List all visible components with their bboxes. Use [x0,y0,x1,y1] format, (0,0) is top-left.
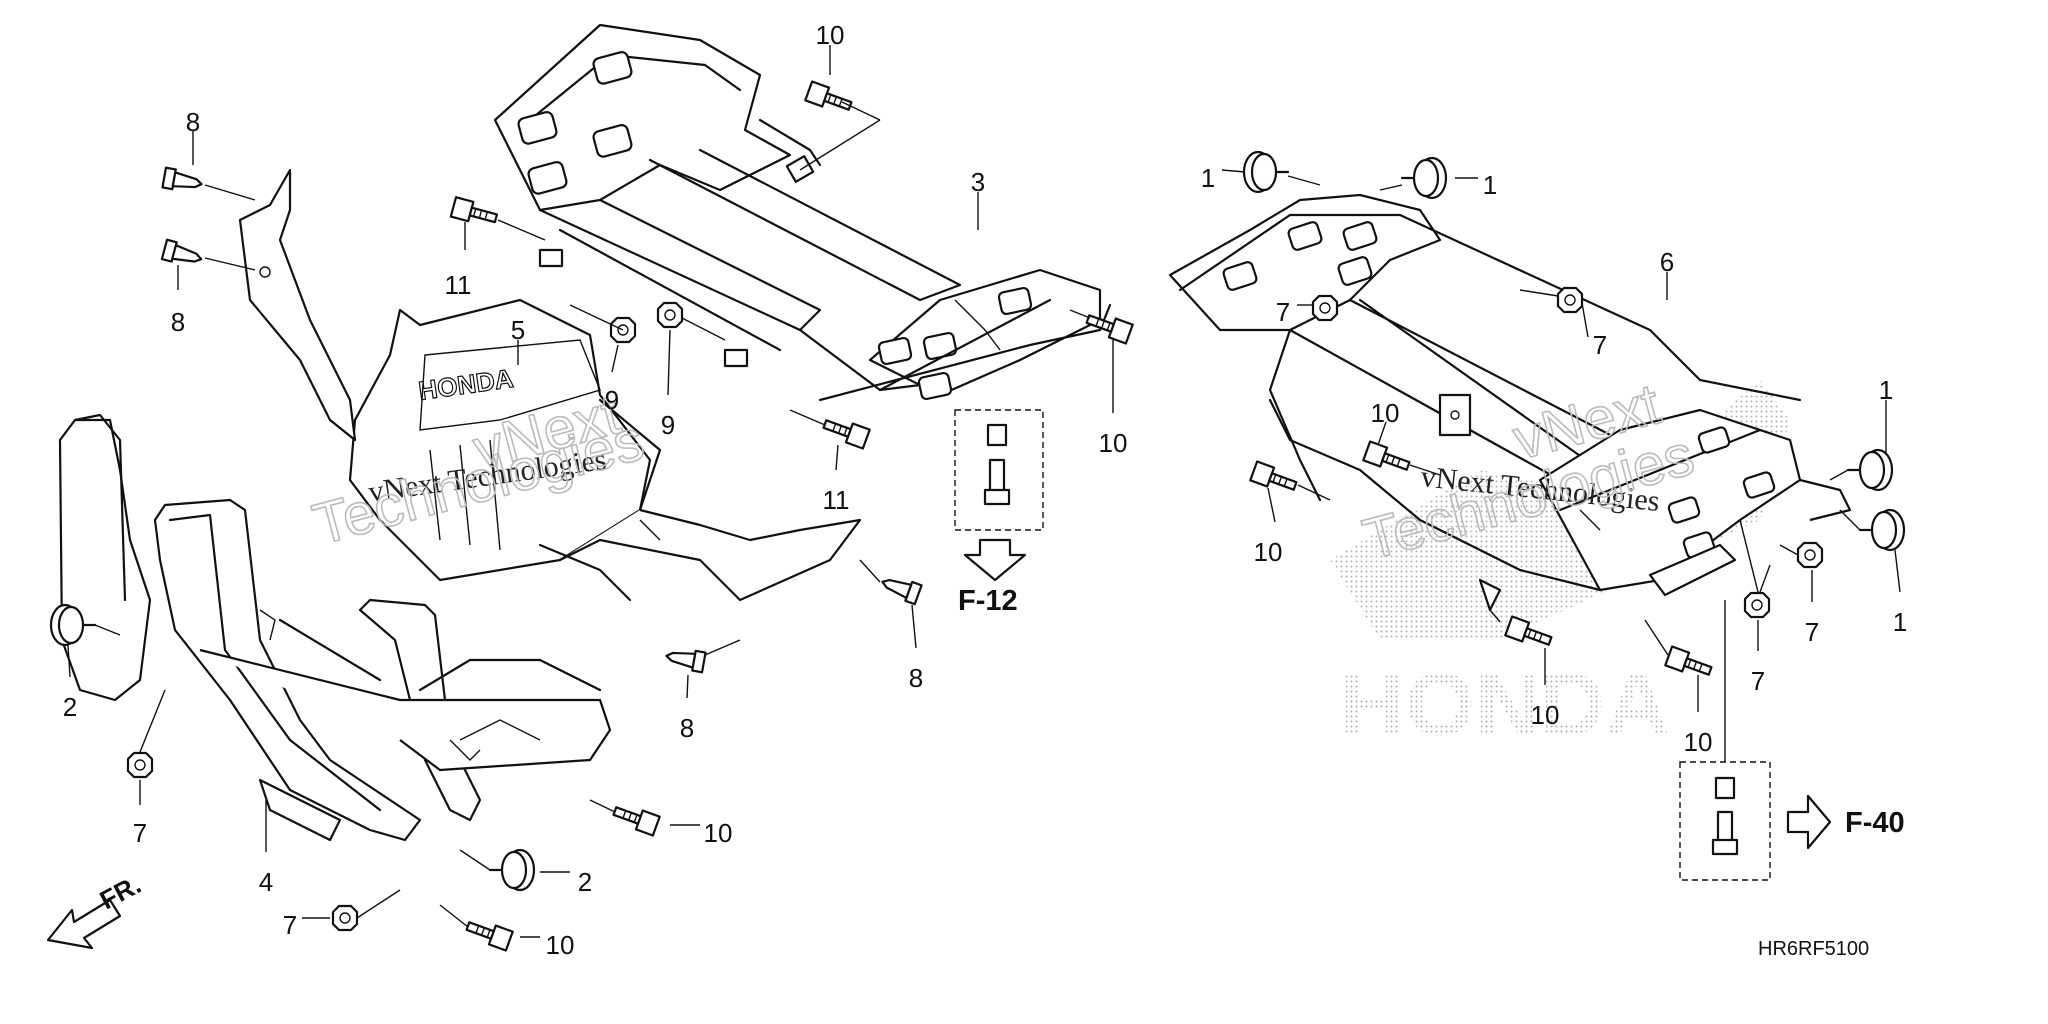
part-number-p7a: 7 [133,818,147,848]
arrow-right-icon [1786,794,1832,850]
part-number-p5: 5 [511,315,525,345]
part-number-p1a: 1 [1201,163,1215,193]
part-number-p1c: 1 [1879,375,1893,405]
part-number-p10d: 10 [546,930,575,960]
part-number-p10e: 10 [1371,398,1400,428]
part-number-p10a: 10 [816,20,845,50]
splash-guard [238,168,357,442]
front-bumper-part-4 [58,413,612,842]
part-number-p7c: 7 [1276,297,1290,327]
diagram-code: HR6RF5100 [1758,938,1869,960]
part-number-p7f: 7 [1751,666,1765,696]
part-number-p10f: 10 [1254,537,1283,567]
part-number-p3: 3 [971,167,985,197]
part-number-p2a: 2 [63,692,77,722]
part-number-p1d: 1 [1893,607,1907,637]
part-number-p9a: 9 [605,385,619,415]
leader-lines-left [67,45,1114,938]
front-direction-indicator: FR. [46,869,146,950]
part-number-p7b: 7 [283,910,297,940]
fasteners-right [1242,150,1906,762]
ref-label-f12: F-12 [958,585,1018,617]
brand-mark-text: HONDA [1340,655,1670,755]
part-number-p2b: 2 [578,867,592,897]
leader-lines-right [1221,169,1901,712]
ref-box-f12 [954,409,1044,582]
ref-label-f40: F-40 [1845,807,1905,839]
ref-box-f40 [1679,761,1832,881]
arrow-left-icon [46,898,122,950]
part-number-p8b: 8 [171,307,185,337]
part-number-p10c: 10 [704,818,733,848]
part-number-p1b: 1 [1483,170,1497,200]
part-number-p4: 4 [259,867,273,897]
part-number-p7d: 7 [1593,330,1607,360]
part-number-p8c: 8 [909,663,923,693]
part-number-p8a: 8 [186,107,200,137]
part-number-p10g: 10 [1531,700,1560,730]
part-number-p11a: 11 [445,270,472,300]
arrow-down-icon [963,538,1027,582]
part-number-p11b: 11 [823,485,850,515]
part-number-p7e: 7 [1805,617,1819,647]
part-number-p6: 6 [1660,247,1674,277]
part-number-p9b: 9 [661,410,675,440]
front-carrier-part-3 [493,23,1112,402]
part-number-p8d: 8 [680,713,694,743]
part-number-p10h: 10 [1684,727,1713,757]
part-number-p10b: 10 [1099,428,1128,458]
fasteners-left [49,80,1134,952]
inner-panel-part-5: HONDA [348,298,862,602]
rear-carrier-part-6 [1168,193,1852,612]
